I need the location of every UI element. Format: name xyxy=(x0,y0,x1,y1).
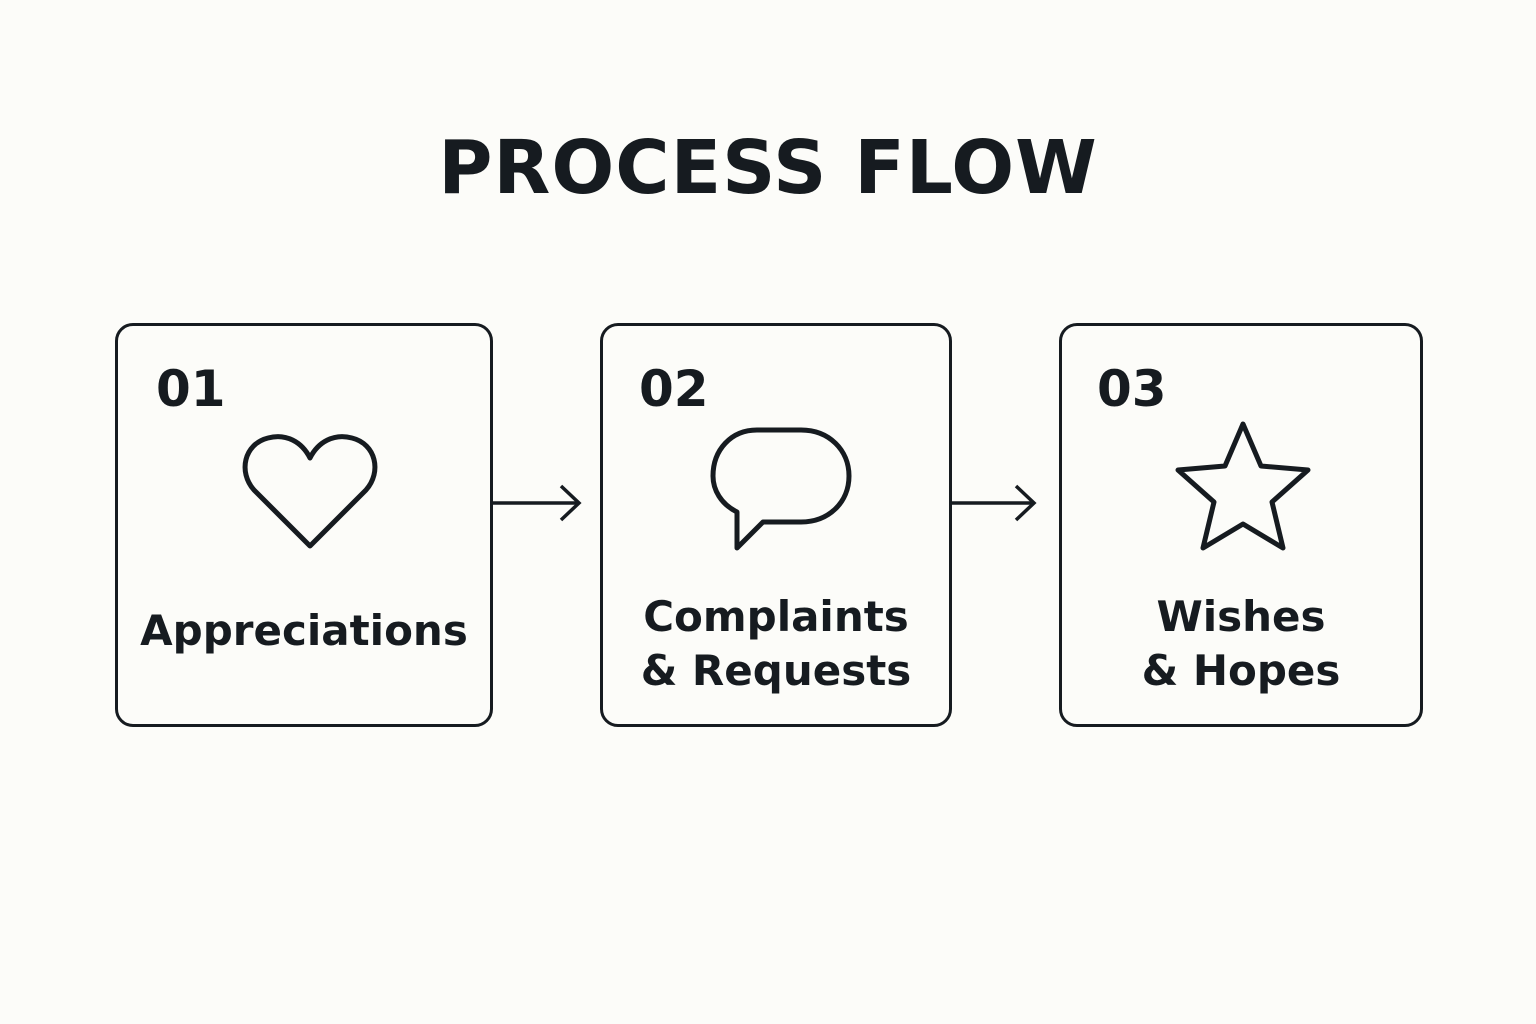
step-label: Appreciations xyxy=(118,604,490,658)
step-label-line: Complaints xyxy=(643,592,909,641)
step-box-wishes-hopes: 03 Wishes & Hopes xyxy=(1059,323,1423,727)
arrow-right-icon xyxy=(493,484,582,522)
step-number: 01 xyxy=(156,360,226,418)
arrow-right-icon xyxy=(952,484,1037,522)
star-icon xyxy=(1175,421,1311,551)
step-box-appreciations: 01 Appreciations xyxy=(115,323,493,727)
step-number: 03 xyxy=(1097,360,1167,418)
heart-icon xyxy=(242,434,378,549)
step-label-line: Appreciations xyxy=(140,606,468,655)
step-label-line: & Requests xyxy=(640,646,912,695)
step-label: Wishes & Hopes xyxy=(1062,590,1420,698)
speech-bubble-icon xyxy=(710,427,852,551)
step-label-line: Wishes xyxy=(1156,592,1326,641)
step-number: 02 xyxy=(639,360,709,418)
step-label: Complaints & Requests xyxy=(603,590,949,698)
step-box-complaints-requests: 02 Complaints & Requests xyxy=(600,323,952,727)
step-label-line: & Hopes xyxy=(1141,646,1341,695)
diagram-title: PROCESS FLOW xyxy=(438,125,1098,211)
